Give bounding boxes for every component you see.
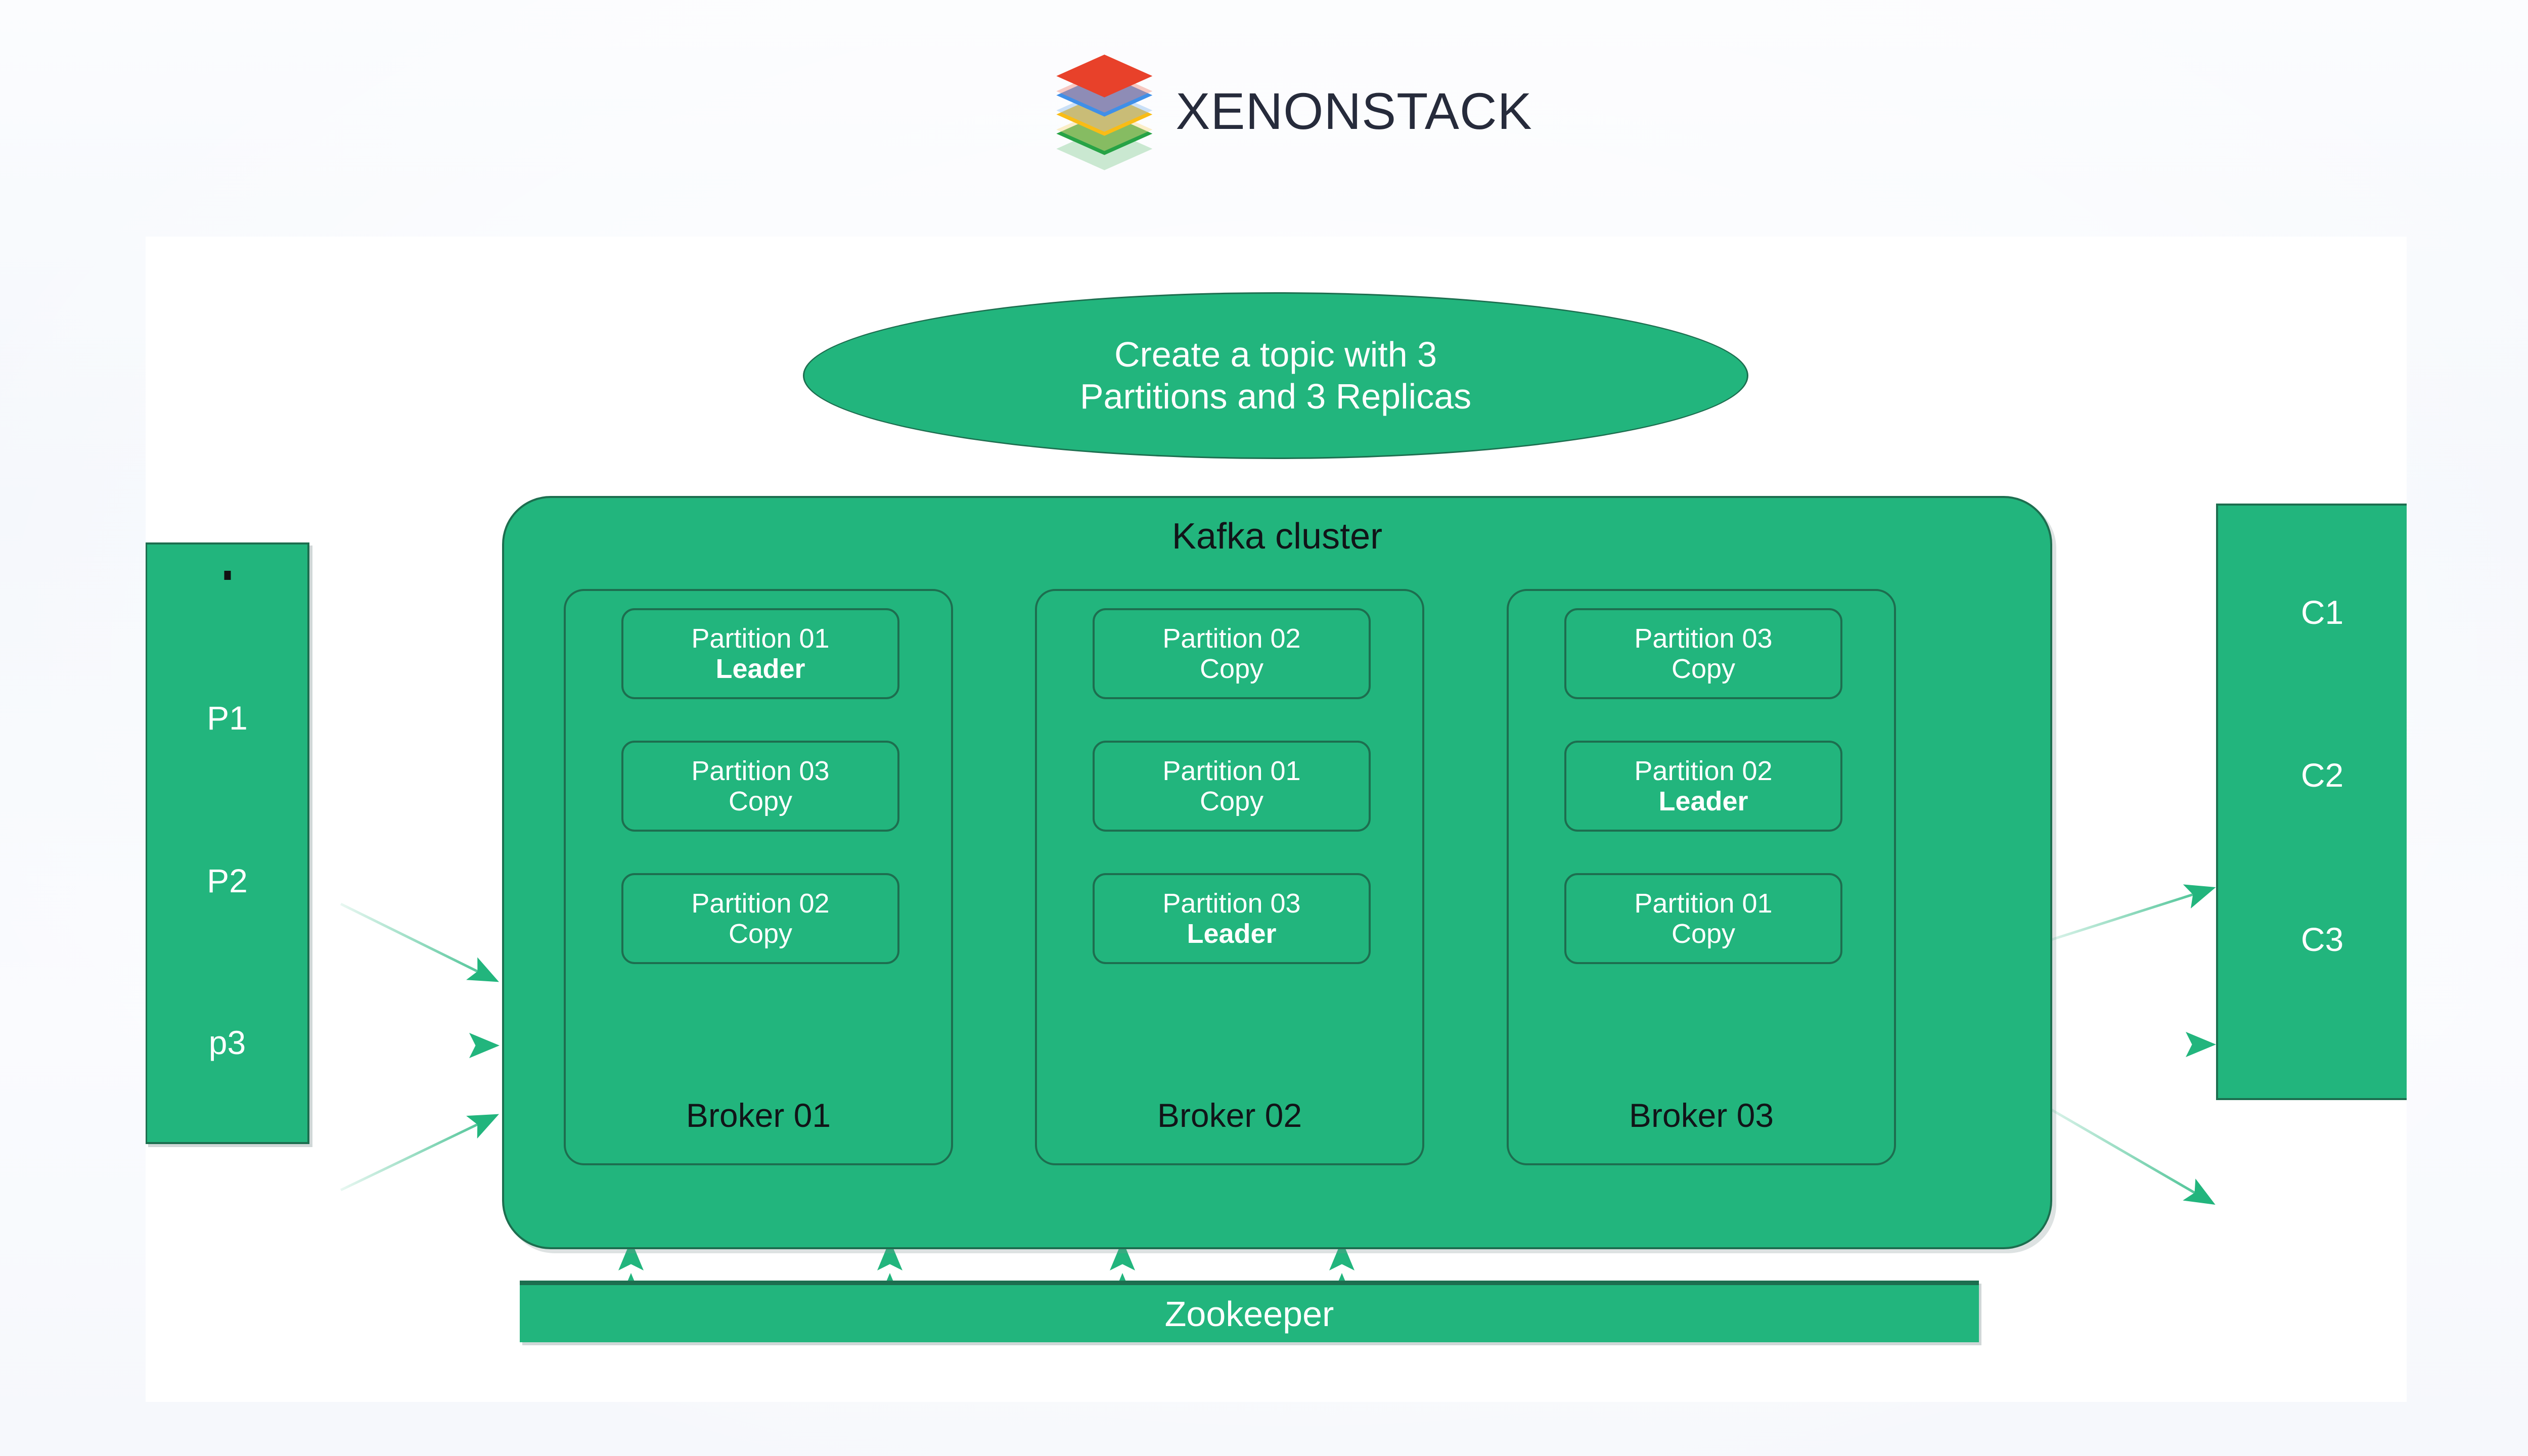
partition-card[interactable]: Partition 02 Copy <box>1093 608 1371 699</box>
broker-02[interactable]: Partition 02 Copy Partition 01 Copy Part… <box>1035 589 1424 1165</box>
partition-card[interactable]: Partition 01 Copy <box>1564 873 1842 964</box>
partition-role: Leader <box>1658 786 1748 816</box>
brand-header: XENONSTACK <box>0 46 2528 177</box>
broker-03[interactable]: Partition 03 Copy Partition 02 Leader Pa… <box>1507 589 1896 1165</box>
topic-line-2: Partitions and 3 Replicas <box>1079 377 1472 416</box>
partition-name: Partition 02 <box>1162 623 1301 654</box>
partition-card[interactable]: Partition 03 Copy <box>1564 608 1842 699</box>
partition-card[interactable]: Partition 01 Leader <box>621 608 899 699</box>
diagram-canvas: Create a topic with 3 Partitions and 3 R… <box>146 237 2407 1402</box>
partition-card[interactable]: Partition 03 Leader <box>1093 873 1371 964</box>
consumer-item-c2[interactable]: C2 <box>2300 756 2344 794</box>
producer-dot-marker <box>224 571 231 580</box>
producer-arrows <box>332 902 500 1192</box>
partition-name: Partition 03 <box>1634 623 1773 654</box>
partition-name: Partition 01 <box>691 623 830 654</box>
partition-role: Copy <box>728 786 793 816</box>
topic-line-1: Create a topic with 3 <box>1114 335 1437 375</box>
partition-role: Leader <box>1187 919 1277 949</box>
partition-card[interactable]: Partition 01 Copy <box>1093 741 1371 832</box>
partition-role: Copy <box>1199 654 1264 684</box>
broker-name-label: Broker 02 <box>1157 1097 1302 1134</box>
producer-item-p3[interactable]: p3 <box>208 1024 246 1061</box>
partition-card[interactable]: Partition 02 Copy <box>621 873 899 964</box>
producer-panel[interactable]: P1 P2 p3 <box>146 542 309 1144</box>
consumer-panel[interactable]: C1 C2 C3 <box>2216 504 2407 1100</box>
kafka-cluster-panel: Kafka cluster Partition 01 Leader Partit… <box>502 496 2052 1249</box>
consumer-item-c1[interactable]: C1 <box>2300 594 2344 631</box>
partition-name: Partition 01 <box>1634 888 1773 919</box>
partition-role: Copy <box>1671 654 1736 684</box>
partition-name: Partition 01 <box>1162 755 1301 786</box>
xenonstack-logo-icon <box>1056 51 1153 172</box>
brand-wordmark: XENONSTACK <box>1176 82 1532 140</box>
partition-role: Copy <box>1199 786 1264 816</box>
partition-card[interactable]: Partition 02 Leader <box>1564 741 1842 832</box>
broker-name-label: Broker 03 <box>1629 1097 1774 1134</box>
partition-role: Copy <box>728 919 793 949</box>
kafka-cluster-title: Kafka cluster <box>1171 516 1383 557</box>
partition-name: Partition 02 <box>691 888 830 919</box>
partition-name: Partition 02 <box>1634 755 1773 786</box>
zookeeper-arrows <box>618 1240 1355 1303</box>
broker-name-label: Broker 01 <box>686 1097 831 1134</box>
topic-callout: Create a topic with 3 Partitions and 3 R… <box>803 292 1748 459</box>
producer-item-p1[interactable]: P1 <box>207 699 248 737</box>
partition-role: Leader <box>715 654 805 684</box>
zookeeper-label: Zookeeper <box>1164 1294 1334 1334</box>
partition-role: Copy <box>1671 919 1736 949</box>
broker-01[interactable]: Partition 01 Leader Partition 03 Copy Pa… <box>564 589 953 1165</box>
partition-card[interactable]: Partition 03 Copy <box>621 741 899 832</box>
consumer-arrows <box>2035 884 2216 1205</box>
partition-name: Partition 03 <box>1162 888 1301 919</box>
partition-name: Partition 03 <box>691 755 830 786</box>
consumer-item-c3[interactable]: C3 <box>2300 921 2344 958</box>
producer-item-p2[interactable]: P2 <box>207 862 248 899</box>
zookeeper-panel[interactable]: Zookeeper <box>520 1281 1979 1342</box>
